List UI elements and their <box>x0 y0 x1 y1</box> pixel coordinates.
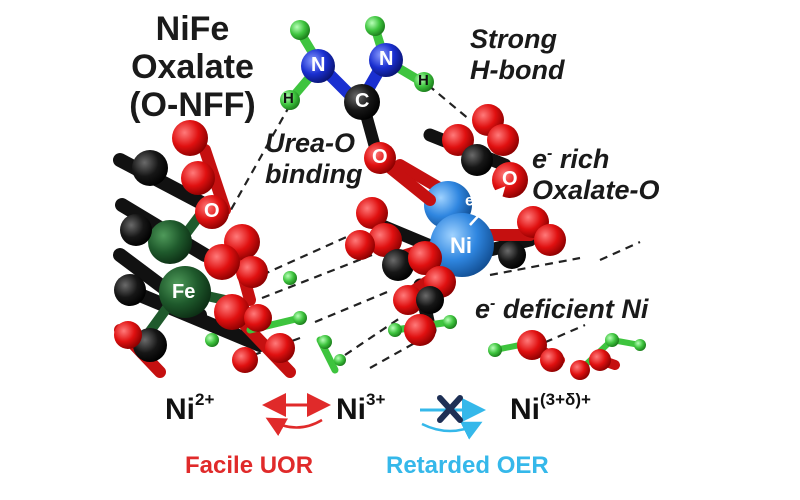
retarded-oer-label: Retarded OER <box>386 452 549 479</box>
atom-o-urea: O <box>372 146 388 168</box>
atom-fe: Fe <box>172 281 196 303</box>
title-line-1: NiFe <box>155 10 230 48</box>
ni3d-species: Ni(3+δ)+ <box>510 390 591 426</box>
atom-c: C <box>355 90 370 112</box>
ni-center-framework <box>345 104 646 380</box>
retarded-curve-arrow <box>421 421 483 440</box>
electron-transfer-label: e- <box>465 190 478 210</box>
e-deficient-ni-label: e- deficient Ni <box>475 294 649 324</box>
e-rich-oxalate-label: e- rich Oxalate-O <box>532 144 660 205</box>
facile-curve-arrow <box>265 417 323 437</box>
atom-ni: Ni <box>450 233 472 258</box>
atom-o-oxalate: O <box>502 168 518 190</box>
facile-uor-label: Facile UOR <box>185 452 314 479</box>
strong-hbond-label: Strong H-bond <box>470 24 565 85</box>
left-framework <box>113 120 346 378</box>
atom-n-left: N <box>311 54 326 76</box>
equation-arrows <box>262 393 486 440</box>
atom-h-left: H <box>283 90 294 107</box>
atom-o-left: O <box>204 200 220 222</box>
title-line-2: Oxalate <box>131 48 254 86</box>
atom-n-right: N <box>379 48 394 70</box>
ni2-species: Ni2+ <box>165 390 215 426</box>
atom-h-right: H <box>418 72 429 89</box>
page-title: NiFe Oxalate (O-NFF) <box>110 10 275 124</box>
urea-o-binding-label: Urea-O binding <box>265 128 363 189</box>
title-line-3: (O-NFF) <box>129 86 256 124</box>
blocked-cross-icon <box>437 395 463 423</box>
ni3-species: Ni3+ <box>336 390 386 426</box>
urea-molecule <box>280 16 436 206</box>
